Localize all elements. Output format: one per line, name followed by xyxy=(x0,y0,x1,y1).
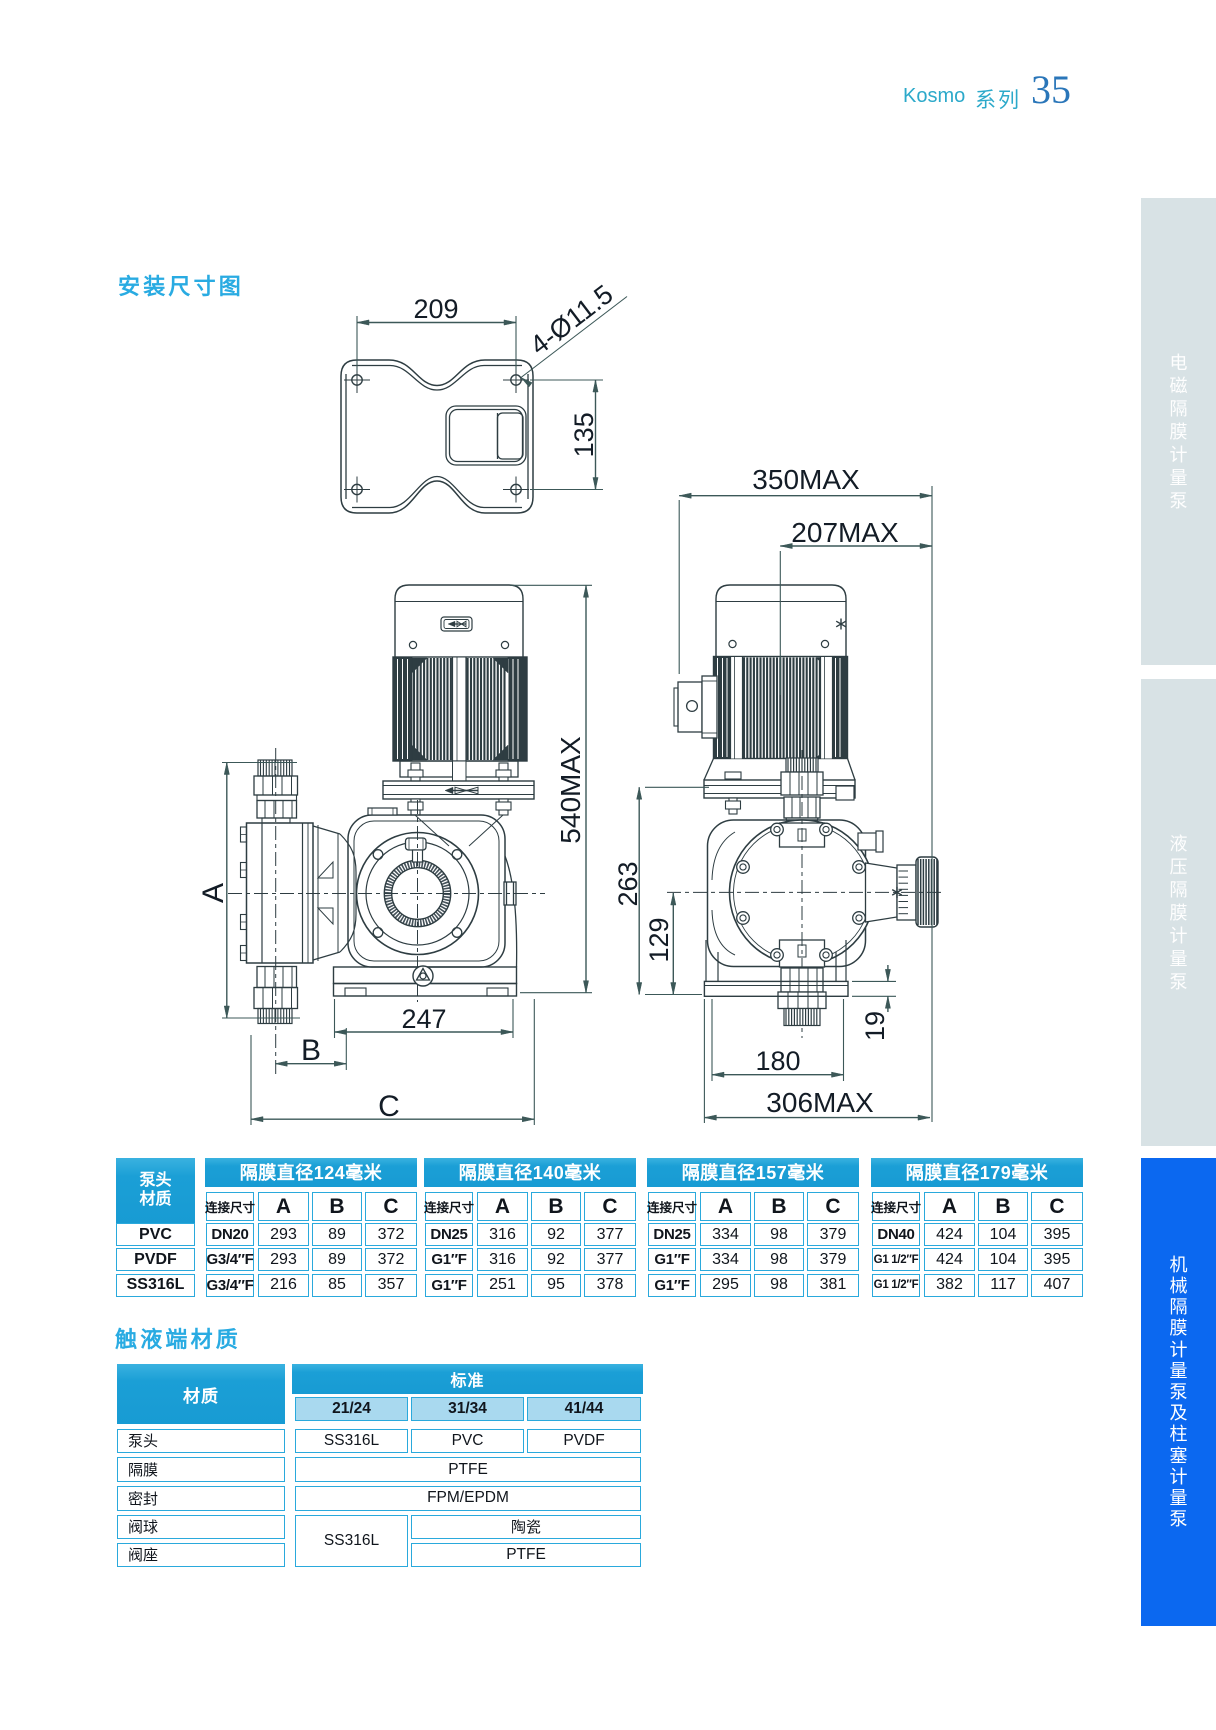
svg-text:A: A xyxy=(197,883,230,903)
svg-text:306MAX: 306MAX xyxy=(766,1087,874,1118)
svg-text:180: 180 xyxy=(755,1046,800,1076)
svg-text:C: C xyxy=(378,1090,400,1123)
svg-text:209: 209 xyxy=(413,294,458,324)
svg-text:350MAX: 350MAX xyxy=(752,464,860,495)
svg-text:135: 135 xyxy=(569,412,599,457)
svg-text:129: 129 xyxy=(644,917,674,962)
svg-text:263: 263 xyxy=(613,861,643,906)
svg-text:247: 247 xyxy=(401,1004,446,1034)
svg-text:19: 19 xyxy=(860,1011,890,1041)
svg-text:540MAX: 540MAX xyxy=(555,736,586,844)
svg-text:B: B xyxy=(301,1034,321,1067)
svg-text:4-Ø11.5: 4-Ø11.5 xyxy=(524,279,618,361)
svg-text:207MAX: 207MAX xyxy=(791,517,899,548)
